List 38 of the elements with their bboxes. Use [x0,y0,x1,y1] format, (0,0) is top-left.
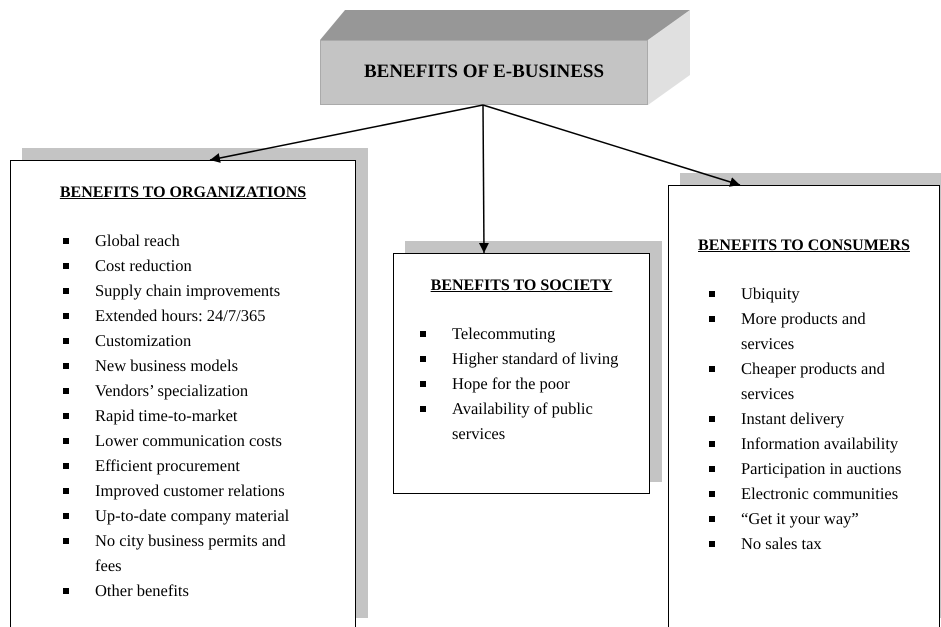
list-item-text: Information availability [741,433,898,455]
list-item-text: Lower communication costs [95,430,282,452]
list-item-text: Efficient procurement [95,455,240,477]
list-item-text: Higher standard of living [452,348,618,370]
list-item-text: No sales tax [741,533,822,555]
title-block [320,40,648,105]
list-item-text: Cost reduction [95,255,192,277]
list-item-text: Other benefits [95,580,189,602]
list-item-text: Telecommuting [452,323,556,345]
list-item-text: Hope for the poor [452,373,570,395]
list-item-text: Extended hours: 24/7/365 [95,305,266,327]
list-item-text: Rapid time-to-market [95,405,238,427]
arrow [478,105,489,253]
text-box [393,253,650,494]
arrow [210,104,484,163]
list-item-text: “Get it your way” [741,508,859,530]
text-box [10,160,356,627]
text-box [668,185,940,627]
box-heading: BENEFITS TO ORGANIZATIONS [60,183,306,203]
list-item-text: Cheaper products and services [741,358,886,405]
list-item-text: Availability of public services [452,398,594,445]
arrow [482,104,740,187]
list-item-text: Instant delivery [741,408,844,430]
title-text: BENEFITS OF E-BUSINESS [364,60,604,84]
list-item-text: More products and services [741,308,867,355]
list-item-text: Electronic communities [741,483,898,505]
box-heading: BENEFITS TO SOCIETY [430,276,612,296]
list-item-text: Ubiquity [741,283,800,305]
list-item-text: New business models [95,355,238,377]
list-item-text: Improved customer relations [95,480,285,502]
list-item-text: Vendors’ specialization [95,380,248,402]
list-item-text: Supply chain improvements [95,280,280,302]
list-item-text: No city business permits and fees [95,530,287,577]
list-item-text: Customization [95,330,192,352]
list-item-text: Global reach [95,230,180,252]
list-item-text: Up-to-date company material [95,505,290,527]
list-item-text: Participation in auctions [741,458,902,480]
box-heading: BENEFITS TO CONSUMERS [698,236,910,256]
